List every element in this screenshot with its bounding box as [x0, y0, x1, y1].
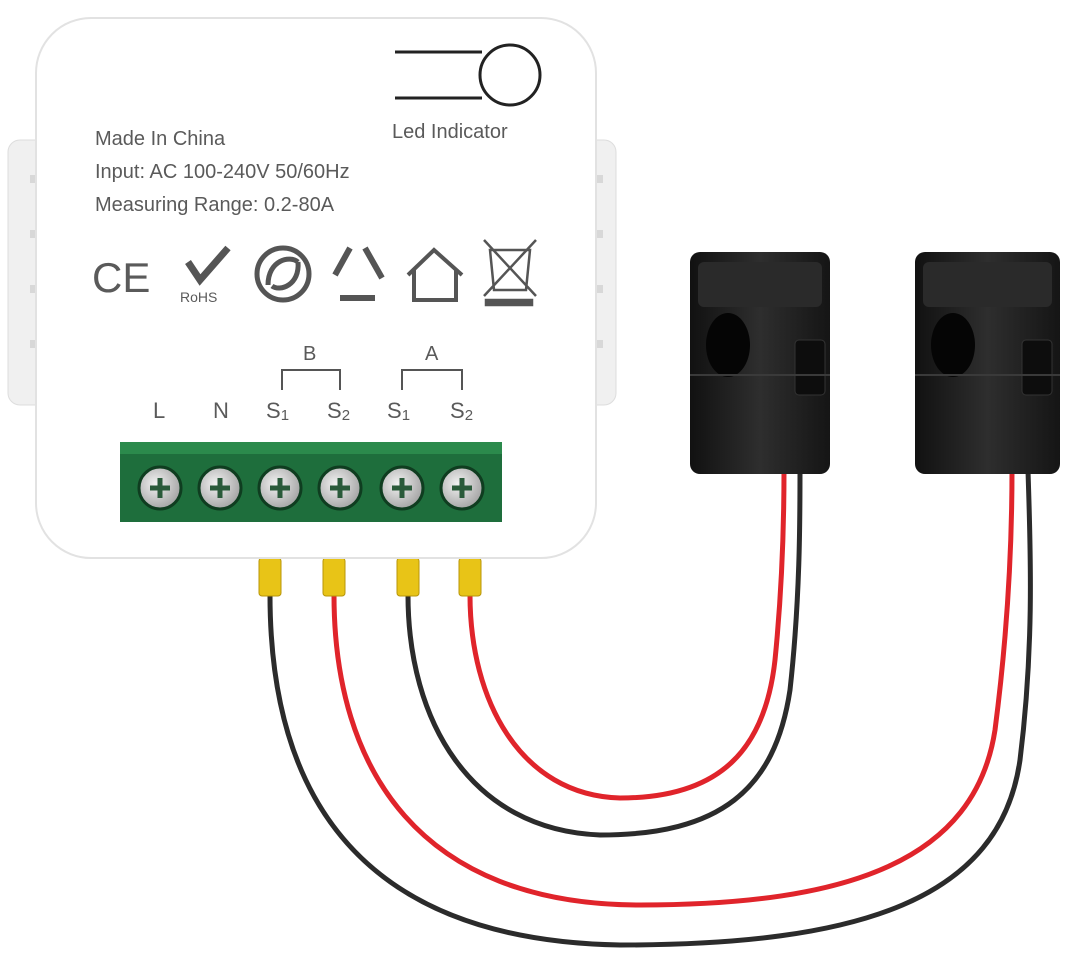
screw-slot-icon [330, 478, 350, 498]
ferrule [258, 557, 282, 597]
label-input: Input: AC 100-240V 50/60Hz [95, 161, 350, 183]
terminal-label-a-s2: S2 [450, 398, 473, 424]
screw-slot-icon [210, 478, 230, 498]
terminal-label-b-s1: S1 [266, 398, 289, 424]
wire-red-inner [467, 467, 787, 801]
group-label-a: A [425, 343, 439, 365]
led-indicator-icon [395, 43, 542, 107]
label-range: Measuring Range: 0.2-80A [95, 194, 335, 216]
group-label-b: B [303, 343, 316, 365]
screw-slot-icon [452, 478, 472, 498]
terminal-label-b-s2: S2 [327, 398, 350, 424]
screw-slot-icon [150, 478, 170, 498]
recycle-icon [332, 246, 385, 301]
rohs-icon: RoHS [180, 245, 231, 305]
weee-bin-icon [483, 239, 537, 307]
terminal-labels: L N S1 S2 S1 S2 [153, 398, 473, 424]
terminal-screws [137, 465, 485, 511]
terminal-label-n: N [213, 398, 229, 423]
wire-black-outer [267, 467, 1033, 948]
rohs-label: RoHS [180, 289, 217, 305]
green-dot-icon [254, 245, 312, 303]
ferrule [458, 557, 482, 597]
led-indicator-label: Led Indicator [392, 121, 508, 143]
ct-clamp-b [690, 252, 830, 474]
device-body [35, 17, 597, 559]
wires [267, 467, 1033, 948]
screw-slot-icon [392, 478, 412, 498]
label-origin: Made In China [95, 128, 226, 150]
ferrule [396, 557, 420, 597]
ferrule [322, 557, 346, 597]
ct-clamp-a [915, 252, 1060, 474]
group-brackets [281, 369, 463, 390]
ferrules [258, 557, 482, 597]
wire-black-inner [405, 467, 803, 838]
house-icon [406, 247, 464, 302]
ce-mark-icon: CE [92, 254, 150, 301]
terminal-block-top [120, 442, 502, 454]
terminal-label-a-s1: S1 [387, 398, 410, 424]
screw-slot-icon [270, 478, 290, 498]
wire-red-outer [331, 467, 1015, 908]
terminal-label-l: L [153, 398, 165, 423]
terminal-block [120, 442, 502, 522]
